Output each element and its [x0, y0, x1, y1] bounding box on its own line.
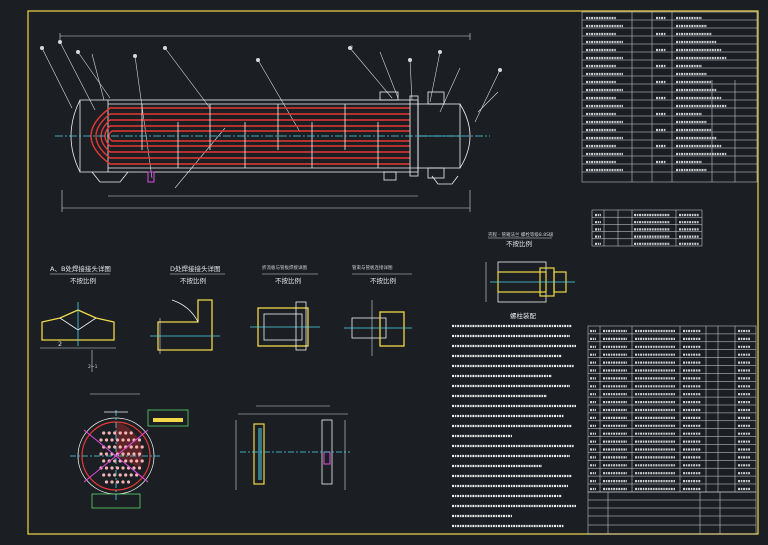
tube-hole [124, 473, 128, 477]
tube-hole [140, 459, 144, 463]
right-saddle-support [431, 175, 459, 185]
tube-hole [99, 452, 103, 456]
tube-hole [129, 445, 133, 449]
tube-hole [115, 480, 120, 484]
shell-inlet-nozzle [379, 91, 399, 101]
drain-marker [147, 171, 155, 183]
nozzle-table [591, 209, 703, 247]
channel-head [459, 103, 471, 169]
detail-c-title: 折流板与管板焊接详图 [262, 264, 307, 271]
tube-hole [132, 466, 136, 470]
tube-hole [110, 466, 114, 470]
detail-e-weld: 管束与管板连接详图 不按比例 [344, 264, 412, 356]
tube-hole [129, 459, 133, 463]
tube-hole [113, 473, 117, 477]
tube-hole [124, 459, 128, 463]
tube-hole [104, 438, 109, 442]
tube-hole [121, 452, 125, 456]
tube-hole [121, 466, 125, 470]
left-saddle-support [91, 171, 129, 183]
detail-d-title: D处焊接接头详图 [170, 264, 221, 273]
table-frame [591, 209, 703, 247]
bolt-detail: 壳程 - 管箱法兰 螺栓等级8.8S级 不按比例 螺柱装配 [485, 231, 575, 320]
baffle-plates [141, 104, 379, 168]
tube-hole [113, 459, 117, 463]
tube-hole [107, 473, 111, 477]
detail-e-scale: 不按比例 [370, 276, 396, 285]
tube-hole [102, 473, 106, 477]
detail-ab-weld: A、B处焊接接头详图 不按比例 2 2~1 [40, 264, 116, 372]
detail-e-title: 管束与管板连接详图 [352, 264, 393, 271]
design-data-table [581, 11, 758, 183]
tube-inlet-nozzle [427, 91, 445, 105]
shell-outlet-nozzle [383, 171, 397, 181]
tube-hole [137, 466, 142, 470]
support-side-view [235, 405, 350, 490]
tube-hole [118, 445, 122, 449]
tube-hole [135, 473, 139, 477]
detail-ab-dim-2: 2 [58, 340, 62, 348]
tube-hole [140, 445, 144, 449]
tube-hole [137, 452, 142, 456]
tube-hole [129, 431, 133, 435]
tube-hole [110, 438, 114, 442]
drawing-frame [27, 10, 759, 535]
detail-c-weld: 折流板与管板焊接详图 不按比例 [250, 264, 320, 351]
bolt-detail-scale: 不按比例 [506, 239, 532, 248]
tube-hole [126, 480, 131, 484]
tube-hole [102, 431, 106, 435]
detail-ab-title: A、B处焊接接头详图 [50, 264, 111, 273]
table-frame [581, 11, 758, 183]
tube-hole [104, 452, 109, 456]
tube-hole [129, 473, 133, 477]
part-balloons [40, 40, 502, 72]
tube-hole [113, 445, 117, 449]
tube-hole [126, 438, 131, 442]
tube-hole [124, 431, 128, 435]
bolt-detail-title: 壳程 - 管箱法兰 螺栓等级8.8S级 [488, 231, 554, 238]
tube-hole [110, 480, 114, 484]
tube-hole [135, 459, 139, 463]
tube-hole [137, 438, 142, 442]
tube-hole [113, 431, 117, 435]
tube-hole [118, 431, 122, 435]
cross-section-view [70, 393, 189, 509]
detail-d-weld: D处焊接接头详图 不按比例 [150, 264, 225, 354]
detail-ab-scale: 不按比例 [70, 276, 96, 285]
parts-list-table [587, 325, 757, 493]
tube-hole [99, 438, 103, 442]
tube-hole [126, 452, 131, 456]
bolt-detail-sub: 螺柱装配 [510, 311, 537, 320]
detail-c-scale: 不按比例 [275, 276, 301, 285]
tube-hole [121, 480, 125, 484]
main-exchanger-view: 8 [40, 33, 502, 212]
technical-notes [452, 324, 576, 528]
detail-ab-dim-21: 2~1 [88, 364, 98, 370]
tube-hole [102, 459, 106, 463]
tube-hole [132, 452, 136, 456]
tube-hole [104, 480, 109, 484]
tube-outlet-nozzle [427, 167, 445, 179]
detail-d-scale: 不按比例 [180, 276, 206, 285]
tube-hole [135, 445, 139, 449]
tube-hole [115, 438, 120, 442]
tube-hole [104, 466, 109, 470]
tube-hole [118, 473, 122, 477]
tube-hole [107, 445, 111, 449]
tube-hole [121, 438, 125, 442]
part-leader-lines [41, 41, 501, 189]
title-block [587, 491, 757, 535]
tube-hole [115, 466, 120, 470]
tube-hole [107, 431, 111, 435]
